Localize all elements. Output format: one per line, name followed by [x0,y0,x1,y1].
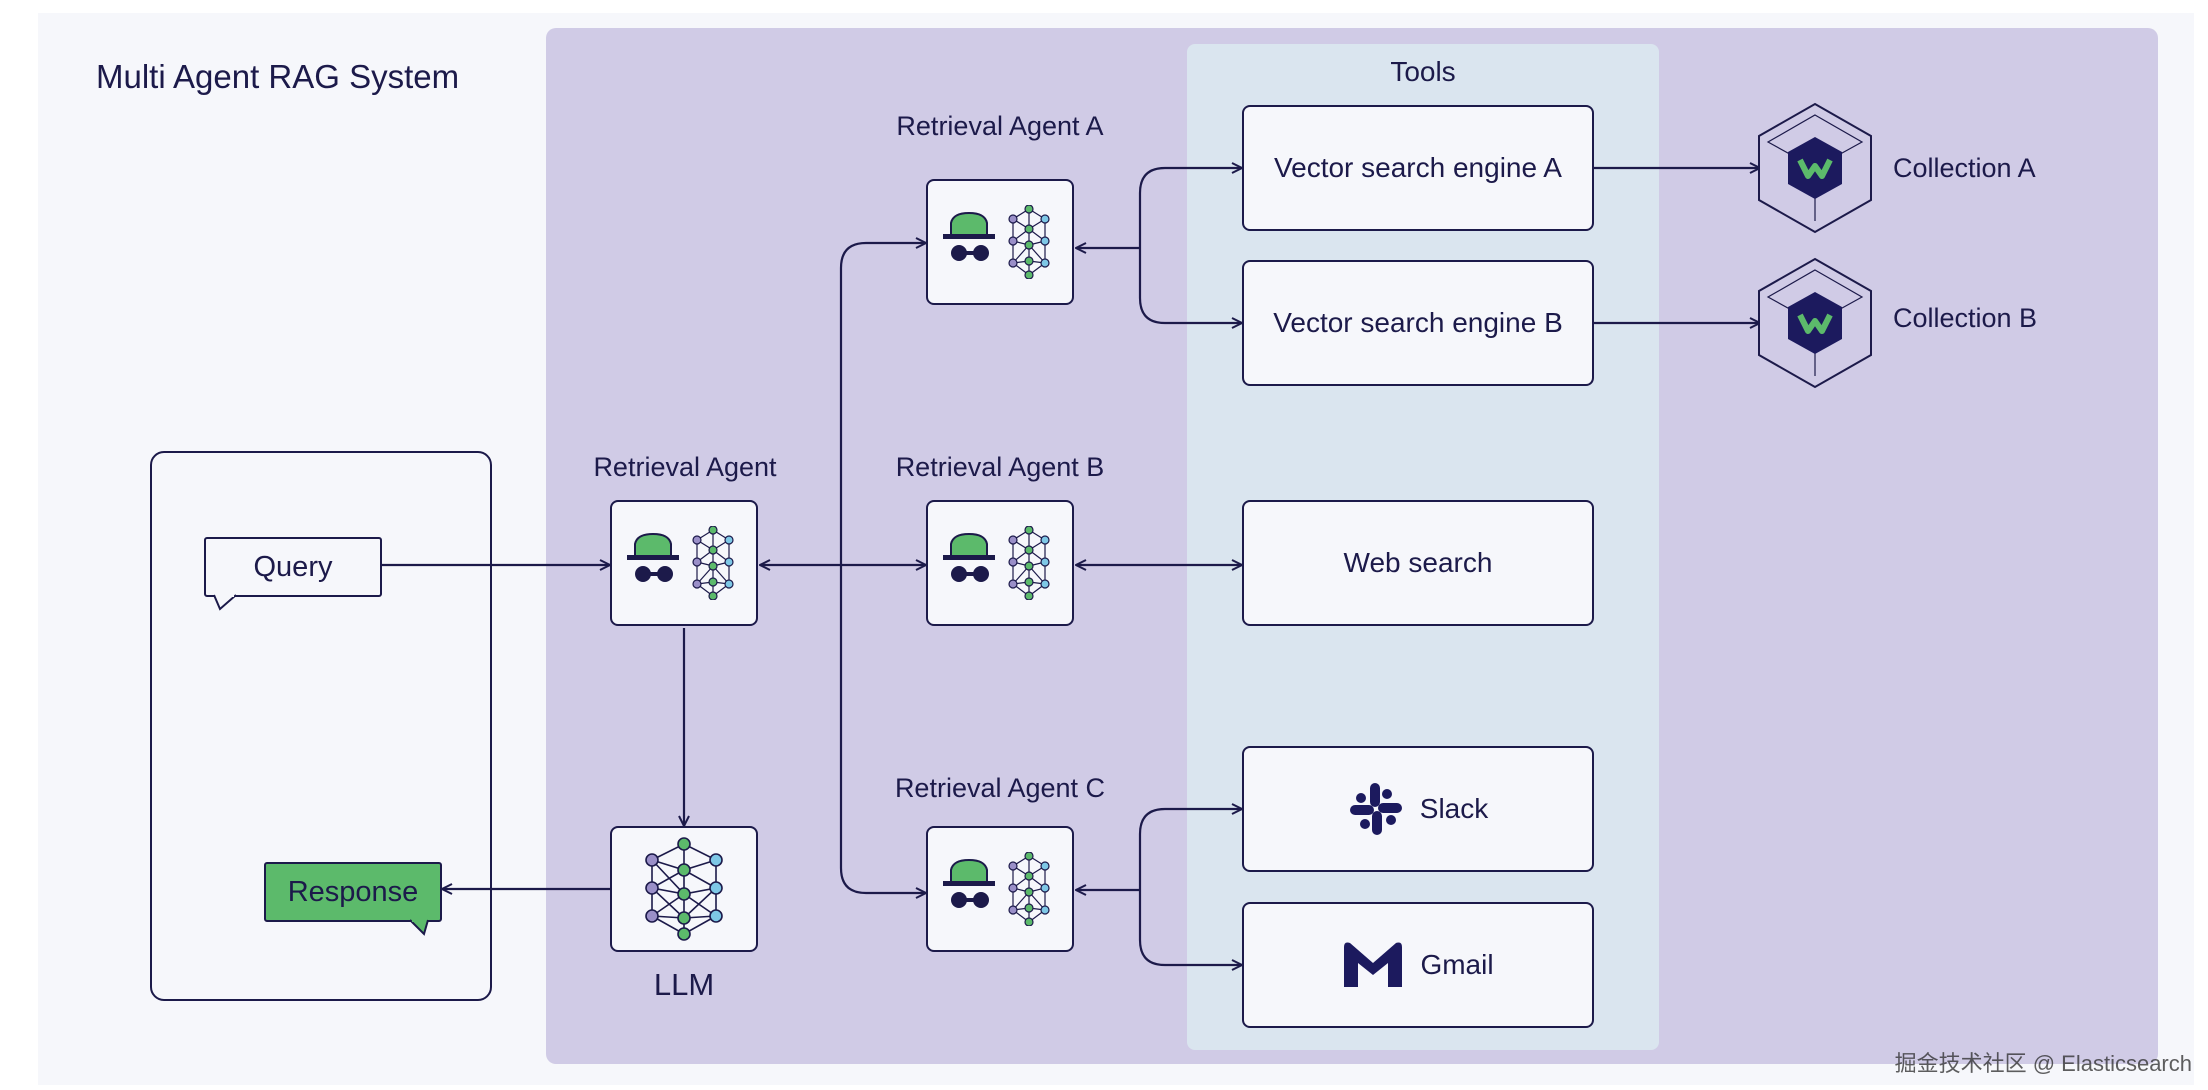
query-label: Query [253,550,333,583]
retrieval-agent-node [610,500,758,626]
collection-b-label: Collection B [1893,303,2038,333]
web-search-box: Web search [1242,500,1594,626]
neural-network-icon [1008,526,1050,600]
neural-network-icon [692,526,734,600]
agent-icon [943,526,1050,600]
retrieval-agent-b-label: Retrieval Agent B [895,452,1105,482]
agent-icon [627,526,734,600]
neural-network-icon [1008,852,1050,926]
slack-icon [1349,783,1402,835]
response-label: Response [287,875,419,908]
query-bubble: Query [204,537,382,597]
slack-box: Slack [1242,746,1594,872]
gmail-label: Gmail [1420,949,1494,980]
arrow-to-agent-c [839,565,926,893]
vector-search-engine-a-label: Vector search engine A [1274,152,1562,183]
vector-search-engine-a-box: Vector search engine A [1242,105,1594,231]
diagram-title: Multi Agent RAG System [96,58,460,95]
vector-search-engine-b-label: Vector search engine B [1273,307,1563,338]
retrieval-agent-a-label: Retrieval Agent A [896,111,1104,141]
retrieval-agent-a-node [926,179,1074,305]
retrieval-agent-c-label: Retrieval Agent C [894,773,1106,803]
agent-icon [943,205,1050,279]
collection-a-icon [1758,102,1872,234]
collection-b-icon [1758,257,1872,389]
neural-network-icon [645,837,723,941]
vector-search-engine-b-box: Vector search engine B [1242,260,1594,386]
slack-label: Slack [1419,793,1489,824]
gmail-box: Gmail [1242,902,1594,1028]
arrow-agent-c-to-slack [1138,809,1242,890]
retrieval-agent-c-node [926,826,1074,952]
neural-network-icon [1008,205,1050,279]
llm-label: LLM [653,967,715,1002]
arrow-to-agent-a [839,243,926,565]
spy-agent-icon [943,858,995,908]
arrow-agent-a-to-vector-b [1138,248,1242,323]
spy-agent-icon [943,211,995,261]
arrow-agent-a-to-vector-a [1138,168,1242,248]
watermark: 掘金技术社区 @ Elasticsearch [1894,1051,2192,1076]
arrow-agent-c-to-gmail [1138,890,1242,965]
collection-a-label: Collection A [1893,153,2036,183]
retrieval-agent-b-node [926,500,1074,626]
response-bubble: Response [264,862,442,922]
retrieval-agent-label: Retrieval Agent [593,452,777,482]
agent-icon [943,852,1050,926]
spy-agent-icon [943,532,995,582]
tools-title: Tools [1390,56,1456,87]
gmail-icon [1344,942,1403,987]
llm-node [610,826,758,952]
web-search-label: Web search [1343,547,1493,578]
spy-agent-icon [627,532,679,582]
